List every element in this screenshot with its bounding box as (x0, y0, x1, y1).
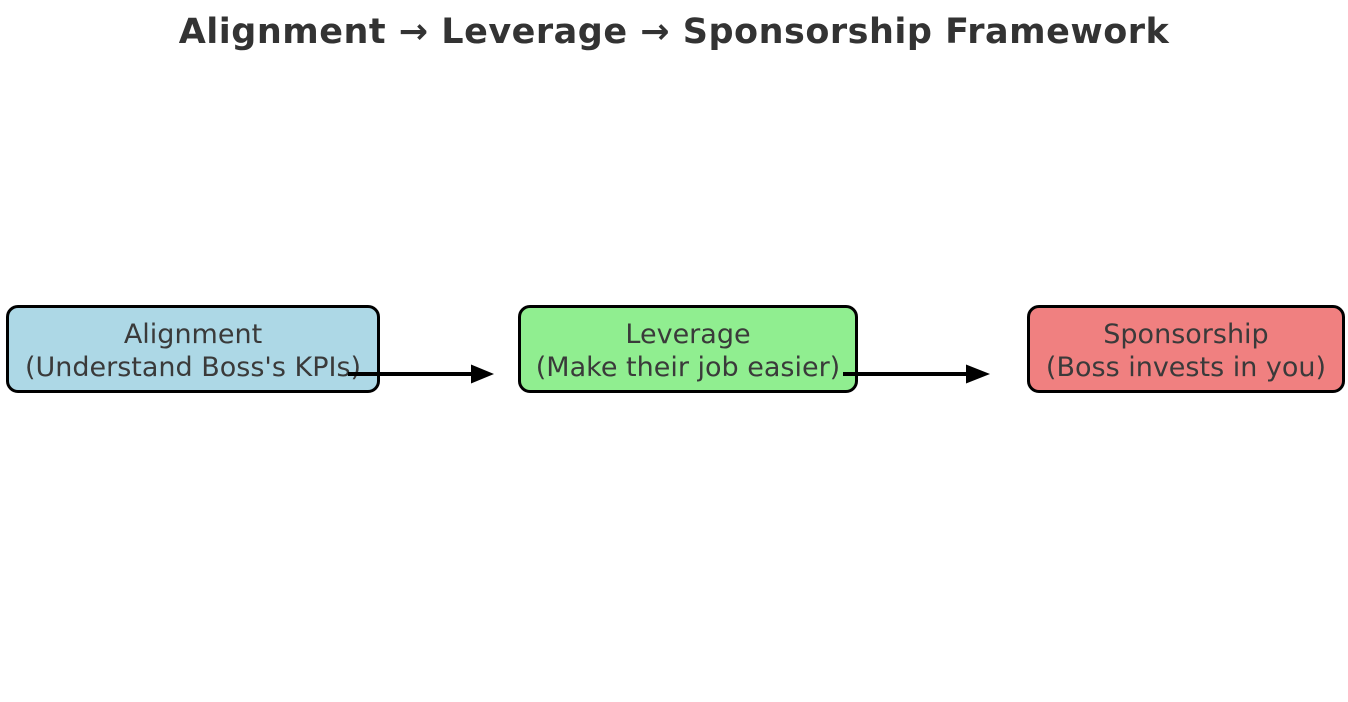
node-alignment-label: Alignment (123, 319, 263, 350)
node-sponsorship-sublabel: (Boss invests in you) (1045, 352, 1327, 383)
diagram-title: Alignment → Leverage → Sponsorship Frame… (178, 12, 1170, 52)
node-alignment-sublabel: (Understand Boss's KPIs) (24, 352, 362, 383)
node-alignment: Alignment (Understand Boss's KPIs) (6, 305, 380, 393)
node-leverage: Leverage (Make their job easier) (518, 305, 858, 393)
node-leverage-label: Leverage (625, 319, 751, 350)
arrow-leverage-to-sponsorship-icon (843, 364, 990, 384)
node-sponsorship: Sponsorship (Boss invests in you) (1027, 305, 1345, 393)
node-leverage-sublabel: (Make their job easier) (535, 352, 841, 383)
node-sponsorship-label: Sponsorship (1103, 319, 1269, 350)
